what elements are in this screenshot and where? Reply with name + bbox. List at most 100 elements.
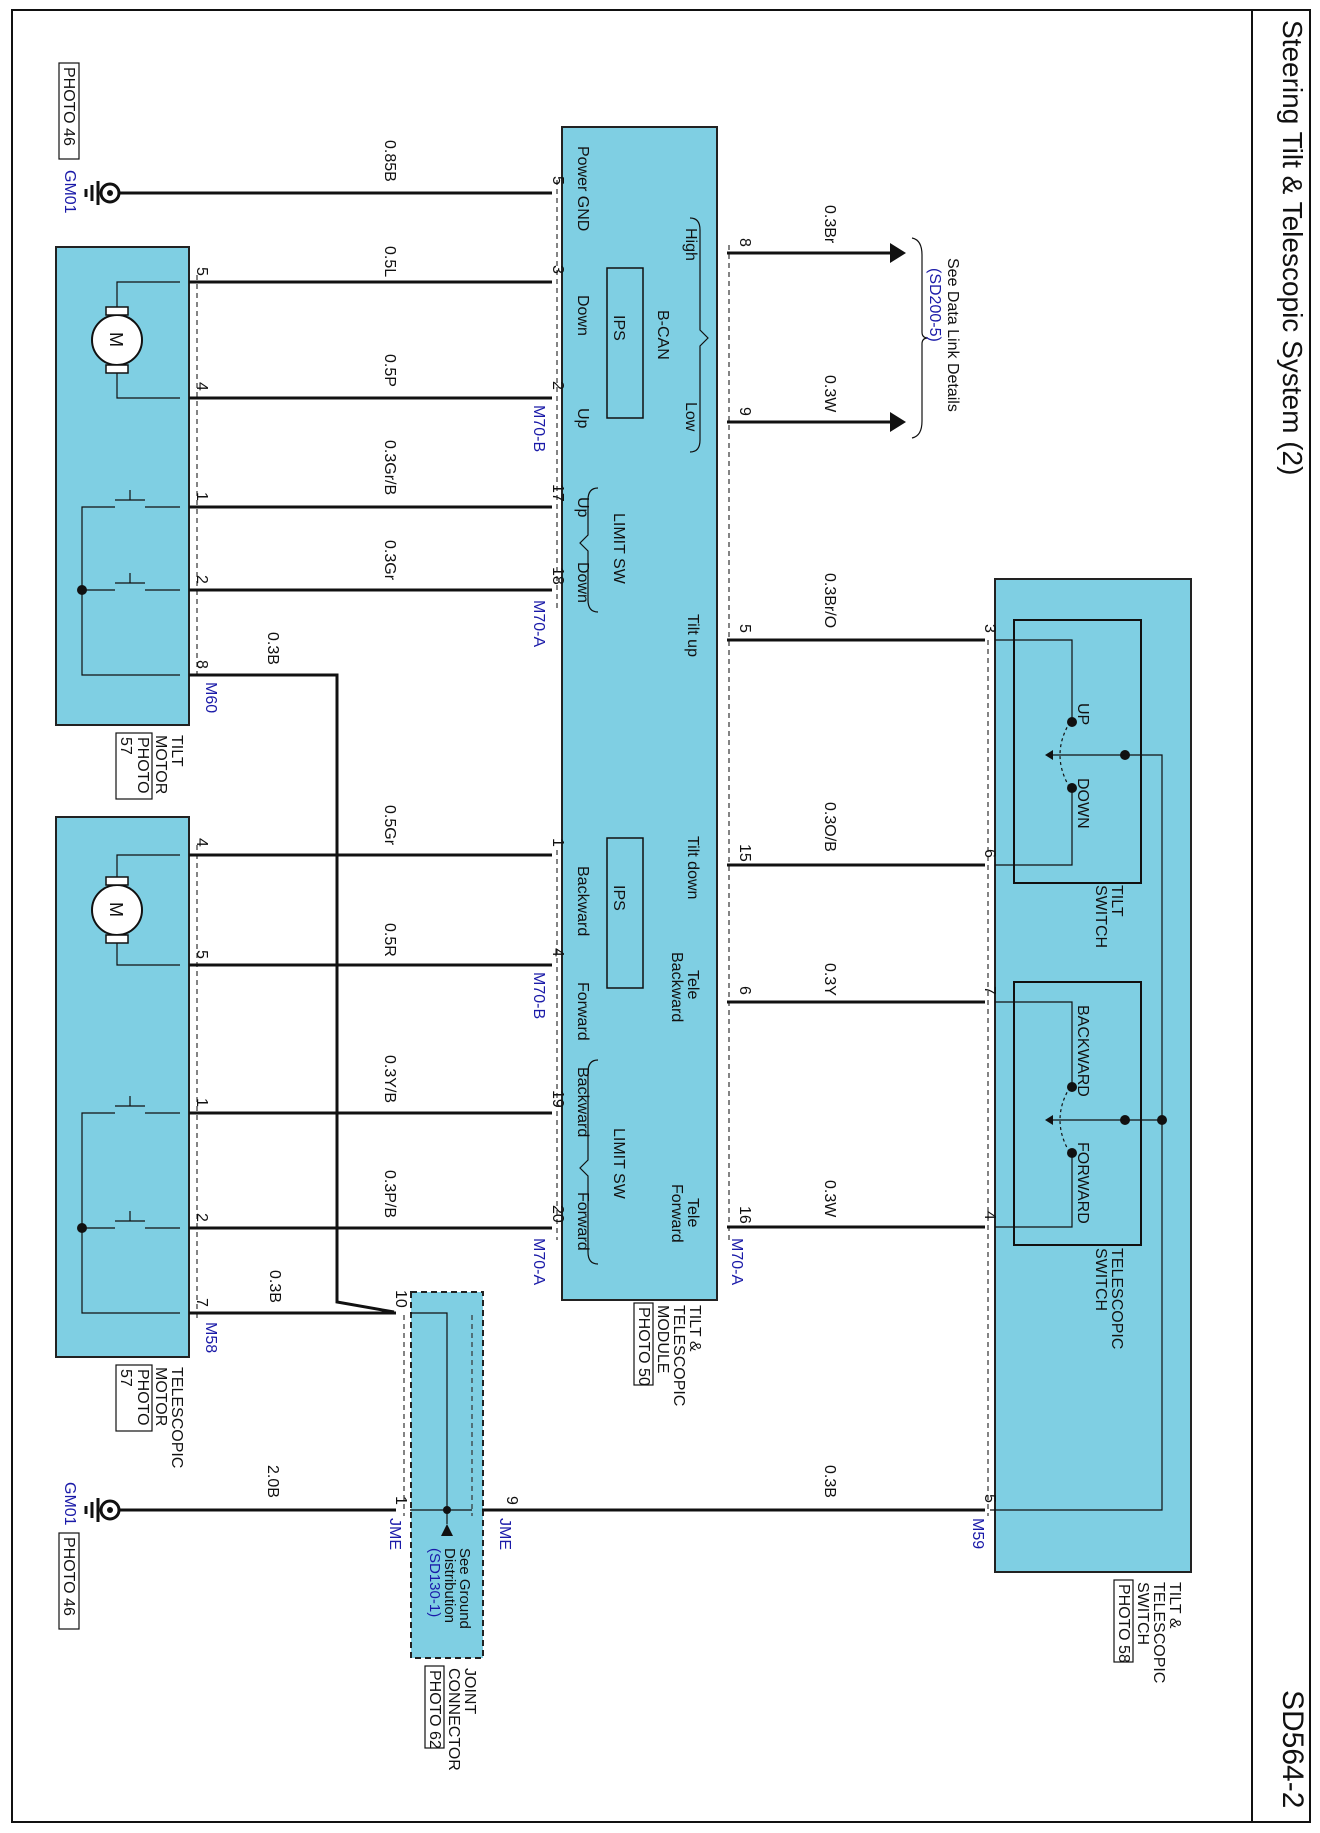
tele-forward-label-1: Tele (684, 1198, 701, 1227)
title-block: Steering Tilt & Telescopic System (2) (1277, 20, 1308, 475)
pin-tilt-1: 1 (193, 492, 210, 501)
pin-sw-4: 4 (981, 1211, 998, 1220)
module-limit-sw-upper: LIMIT SW (610, 513, 627, 585)
module-down-label: Down (574, 295, 591, 336)
label-up: 0.5P (381, 354, 398, 387)
pin-9-low: 9 (736, 407, 753, 416)
switch-photo-frame (1113, 1579, 1134, 1663)
switch-up: UP (1074, 703, 1091, 725)
joint-photo-frame (424, 1665, 445, 1749)
tilt-motor-name-block: TILT MOTOR PHOTO 57 (115, 732, 185, 800)
wire-label-forward: 0.5R (381, 923, 398, 957)
label-down: 0.5L (381, 246, 398, 277)
label-forward: 0.5R (381, 923, 398, 957)
switch-connector: M59 (969, 1518, 986, 1549)
module-low: Low (682, 402, 699, 432)
tilt-down-lead (995, 788, 1073, 866)
tele-motor-brush-bottom (105, 934, 129, 944)
module-name-block: TILT & TELESCOPIC MODULE PHOTO 50 (633, 1302, 703, 1406)
bcan-label: B-CAN (654, 310, 671, 360)
tele-switch-swing (1059, 1086, 1071, 1154)
pin-6-tele-back: 6 (736, 986, 753, 995)
can-high-label: High (682, 228, 699, 261)
tilt-motor-photo-frame (115, 732, 153, 800)
joint-ground-arrow (441, 1524, 453, 1536)
tele-motor-name-1: TELESCOPIC (168, 1367, 185, 1468)
switch-name-2: TELESCOPIC (1150, 1582, 1167, 1683)
label-gnd-bottom: 2.0B (264, 1465, 281, 1498)
module-backward: Backward (574, 866, 591, 936)
joint-name-1: JOINT (461, 1668, 478, 1714)
wire-label-tele-back: 0.3Y (821, 963, 838, 996)
tilt-motor-name-2: MOTOR (152, 735, 169, 794)
joint-bus-line (410, 1312, 448, 1510)
pin-15-tilt-down: 15 (736, 844, 753, 862)
tele-back-lead (995, 1001, 1073, 1087)
pin-5-gnd: 5 (549, 176, 566, 185)
tele-motor-photo-num: 57 (117, 1369, 134, 1387)
pin-18: 18 (549, 567, 566, 585)
pin-sw-5: 5 (981, 1494, 998, 1503)
module-forward: Forward (574, 982, 591, 1041)
wire-label-limit-up: 0.3Gr/B (381, 440, 398, 495)
limit-sw-brace-upper (579, 487, 599, 613)
tele-motor-m-label: M (106, 902, 126, 917)
tilt-motor-name-1: TILT (168, 735, 185, 767)
pin-16-tele-fwd: 16 (736, 1206, 753, 1224)
joint-photo: PHOTO 62 (426, 1670, 443, 1749)
wire-label-tilt-motor-8: 0.3B (264, 632, 281, 665)
pin-tele-5: 5 (193, 950, 210, 959)
module-power-gnd: Power GND (574, 146, 591, 231)
limit-sw-lower-label: LIMIT SW (610, 1128, 627, 1200)
label-tilt-up: 0.3Br/O (821, 573, 838, 628)
module-name-2: TELESCOPIC (670, 1305, 687, 1406)
pin-tilt-5: 5 (193, 267, 210, 276)
module-limit-backward: Backward (574, 1067, 591, 1137)
module-limit-down-label: Down (574, 562, 591, 603)
tilt-switch-swing (1059, 721, 1071, 789)
joint-see-block: See Ground Distribution (SD130-1) (426, 1548, 473, 1629)
ground-bottom-photo-frame (58, 1532, 80, 1630)
tilt-motor-brush-bottom (105, 364, 129, 374)
wire-label-tele-motor-7: 0.3B (266, 1270, 283, 1303)
module-up-label: Up (574, 408, 591, 429)
m70b-lower-label: M70-B (530, 972, 547, 1019)
switch-photo: PHOTO 58 (1115, 1584, 1132, 1663)
ground-bottom-id-label: GM01 (61, 1482, 78, 1526)
tele-switch-frame (1013, 981, 1142, 1246)
tilt-motor-connector: M60 (202, 682, 219, 713)
joint-name-block: JOINT CONNECTOR PHOTO 62 (424, 1665, 478, 1771)
can-high-arrow (890, 243, 906, 263)
pin-tilt-4: 4 (193, 382, 210, 391)
pin-joint-9: 9 (503, 1496, 520, 1505)
label-tele-back: 0.3Y (821, 963, 838, 996)
joint-see-2: Distribution (441, 1548, 458, 1623)
pin-tele-4: 4 (193, 838, 210, 847)
pin-2-up: 2 (549, 381, 566, 390)
ground-bottom-dot (107, 1507, 113, 1513)
data-link-ref: (SD200-5) (926, 268, 943, 342)
label-limit-fwd: 0.3P/B (381, 1170, 398, 1218)
module-name-3: MODULE (654, 1305, 671, 1373)
label-can-low: 0.3W (821, 375, 838, 413)
module-down: Down (574, 295, 591, 336)
can-low-arrow (890, 412, 906, 432)
switch-name-1: TILT & (1166, 1582, 1183, 1629)
pin-sw-7: 7 (981, 986, 998, 995)
switch-forward: FORWARD (1074, 1142, 1091, 1224)
pin-1-backward: 1 (549, 838, 566, 847)
ground-top-photo: PHOTO 46 (60, 67, 77, 146)
label-limit-down: 0.3Gr (381, 540, 398, 581)
tilt-up-label: Tilt up (684, 614, 701, 657)
pin-tilt-2: 2 (193, 575, 210, 584)
tele-fwd-lead (995, 1153, 1073, 1228)
module-tilt-up: Tilt up (684, 614, 701, 657)
pin-8-high: 8 (736, 238, 753, 247)
data-link-text: See Data Link Details (944, 258, 961, 412)
module-photo-frame (633, 1302, 654, 1386)
conn-m70a-right: M70-A (728, 1238, 745, 1285)
ground-top-photo-label: PHOTO 46 (58, 62, 80, 160)
joint-see-1: See Ground (456, 1548, 473, 1629)
ips-box-upper (606, 267, 644, 419)
module-limit-sw-lower: LIMIT SW (610, 1128, 627, 1200)
